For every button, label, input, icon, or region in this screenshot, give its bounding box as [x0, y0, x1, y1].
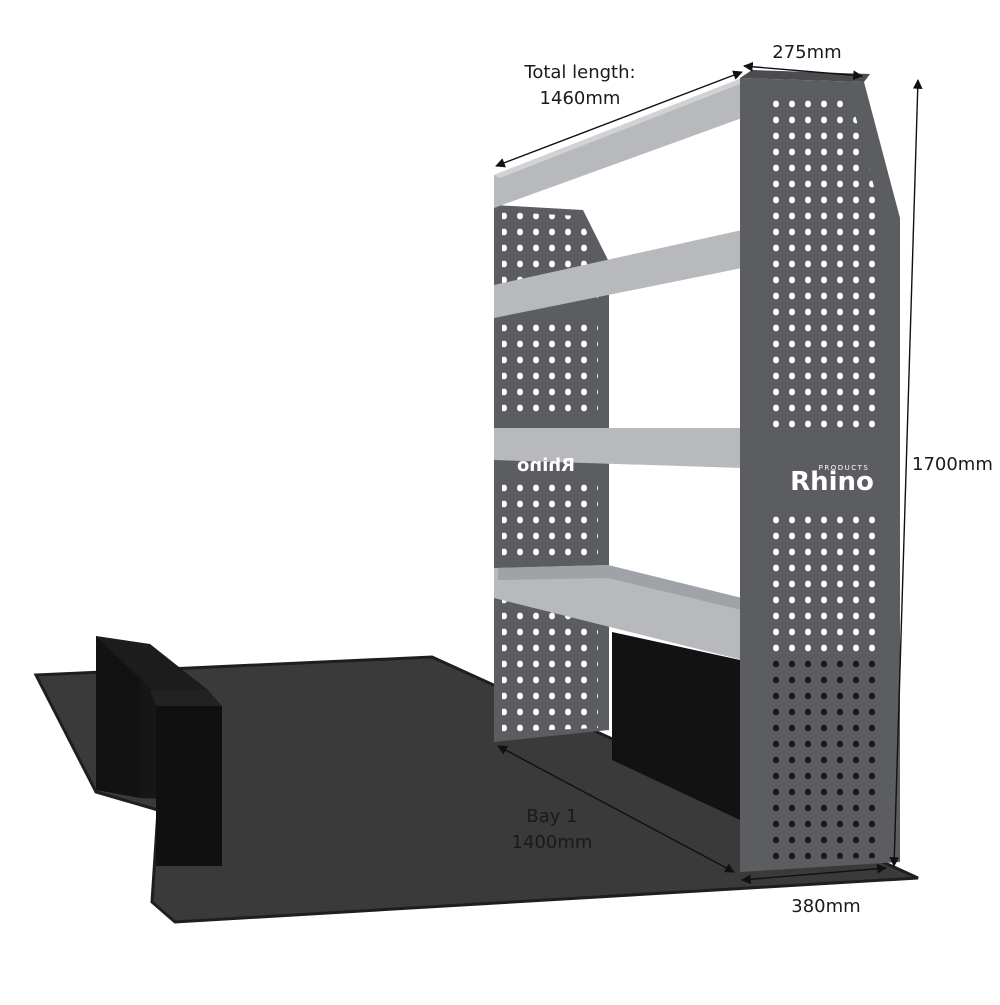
depth-bottom-label: 380mm: [791, 896, 861, 917]
rhino-logo-sub: PRODUCTS: [819, 464, 870, 472]
bay-label: Bay 1 1400mm: [492, 804, 612, 856]
depth-top-label: 275mm: [772, 42, 842, 63]
front-end-panel: [740, 70, 900, 872]
shelf-3: [494, 428, 742, 468]
dim-depth-bottom: [741, 863, 887, 885]
total-length-title: Total length:: [524, 62, 636, 83]
shelf-2: [494, 230, 742, 318]
bay-length-value: 1400mm: [511, 832, 593, 853]
total-length-value: 1460mm: [539, 88, 621, 109]
rhino-logo-front: Rhino PRODUCTS: [790, 464, 874, 497]
dim-total-length: [495, 70, 743, 168]
dim-bay-length: [497, 745, 735, 873]
dim-height: [889, 79, 923, 867]
total-length-label: Total length: 1460mm: [500, 60, 660, 112]
dim-depth-top: [743, 61, 863, 81]
bay-name: Bay 1: [526, 806, 578, 827]
height-label: 1700mm: [912, 454, 993, 475]
shelf-4: [494, 565, 742, 660]
rhino-logo-text: Rhino: [790, 467, 874, 497]
wheel-arch-block: [96, 636, 222, 866]
rhino-logo-text-rear: Rhino: [517, 455, 575, 476]
rhino-logo-rear: Rhino: [517, 455, 575, 476]
